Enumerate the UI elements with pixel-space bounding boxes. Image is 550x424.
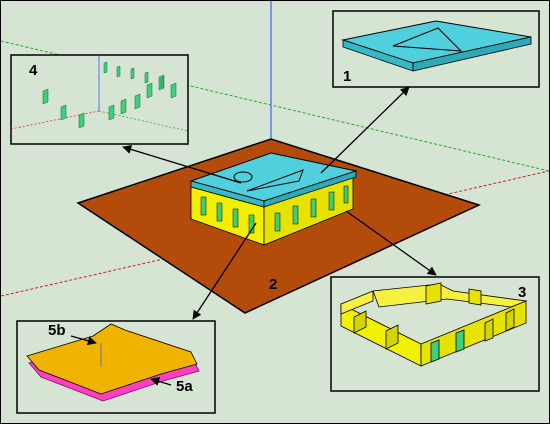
arrow-5b [70, 335, 97, 346]
label-part-5b: 5b [48, 322, 66, 339]
assembly-lid-front-right [263, 170, 357, 208]
assembly-lid-hole [233, 171, 253, 183]
arrow-to-part-3 [345, 210, 437, 276]
base-plate-top [26, 323, 198, 395]
label-part-5a: 5a [176, 378, 193, 395]
arrow-to-part-4 [122, 145, 242, 184]
callout-walls [330, 276, 540, 392]
callout-lid [332, 10, 540, 88]
arrow-5a [150, 376, 172, 386]
label-part-4: 4 [29, 62, 38, 79]
assembly-wall-slots [200, 185, 349, 234]
lid-part-side-right [412, 36, 532, 72]
label-part-3: 3 [518, 284, 526, 301]
wall-frame-part [340, 282, 528, 367]
arrow-to-part-1 [320, 86, 410, 174]
lid-part-triangle [392, 27, 463, 52]
arrow-to-part-5 [192, 222, 257, 320]
callout-base-plate [16, 320, 216, 414]
label-part-2: 2 [269, 276, 277, 293]
callout-box-4 [10, 54, 189, 145]
leader-arrows [70, 86, 437, 386]
y-axis-line [1, 40, 549, 172]
assembly-lid-triangle [246, 169, 304, 192]
central-assembly [189, 152, 358, 246]
label-part-1: 1 [343, 68, 351, 85]
window-parts [42, 61, 177, 129]
callout-windows [10, 54, 189, 145]
